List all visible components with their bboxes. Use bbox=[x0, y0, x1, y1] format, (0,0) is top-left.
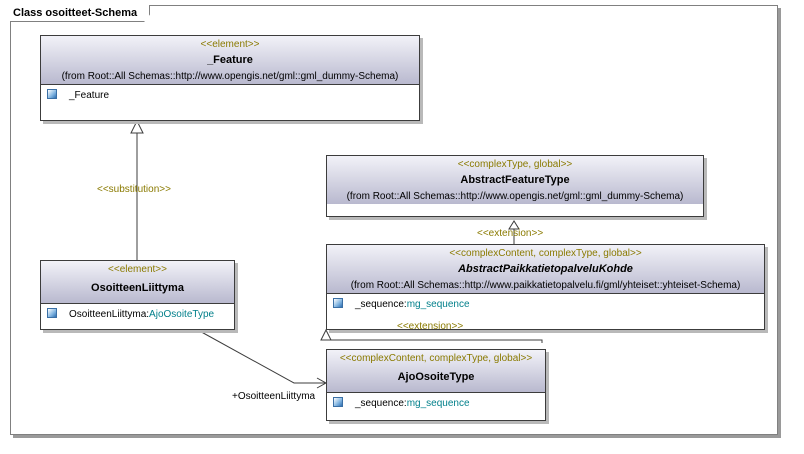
substitution-arrowhead bbox=[130, 119, 144, 134]
attribute-icon bbox=[47, 89, 57, 99]
class-name: AbstractFeatureType bbox=[460, 174, 570, 186]
class-name: AjoOsoiteType bbox=[397, 371, 475, 383]
extension-label-1: <<extension>> bbox=[477, 228, 544, 239]
class-header: <<element>> OsoitteenLiittyma bbox=[41, 261, 234, 304]
class-ajo-osoite-type[interactable]: <<complexContent, complexType, global>> … bbox=[326, 349, 546, 421]
attribute-compartment: _Feature bbox=[41, 85, 419, 107]
attribute-compartment: _sequence:mg_sequence bbox=[327, 393, 545, 415]
class-header: <<complexContent, complexType, global>> … bbox=[327, 245, 764, 294]
class-abstract-paikkatietopalvelu-kohde[interactable]: <<complexContent, complexType, global>> … bbox=[326, 244, 765, 330]
attribute-name: OsoitteenLiittyma: bbox=[69, 309, 150, 320]
class-osoitteen-liittyma[interactable]: <<element>> OsoitteenLiittyma OsoitteenL… bbox=[40, 260, 235, 330]
class-name: _Feature bbox=[207, 54, 253, 66]
stereotype-label: <<complexContent, complexType, global>> bbox=[339, 353, 533, 364]
attribute-type[interactable]: mg_sequence bbox=[406, 398, 470, 409]
attribute-type[interactable]: AjoOsoiteType bbox=[149, 309, 215, 320]
class-header: <<complexContent, complexType, global>> … bbox=[327, 350, 545, 393]
attribute-type[interactable]: mg_sequence bbox=[406, 299, 470, 310]
class-name: OsoitteenLiittyma bbox=[91, 282, 184, 294]
class-header: <<complexType, global>> AbstractFeatureT… bbox=[327, 156, 703, 204]
substitution-label: <<substitution>> bbox=[97, 184, 171, 195]
class-name: AbstractPaikkatietopalveluKohde bbox=[458, 263, 633, 275]
attribute-name: _Feature bbox=[69, 90, 110, 101]
class-header: <<element>> _Feature (from Root::All Sch… bbox=[41, 36, 419, 85]
attribute-name: _sequence: bbox=[355, 299, 407, 310]
class-feature[interactable]: <<element>> _Feature (from Root::All Sch… bbox=[40, 35, 420, 121]
attribute-name: _sequence: bbox=[355, 398, 407, 409]
frame-title: Class osoitteet-Schema bbox=[10, 5, 150, 22]
extension-label-2: <<extension>> bbox=[397, 321, 464, 332]
association-line bbox=[195, 328, 325, 384]
class-origin: (from Root::All Schemas::http://www.paik… bbox=[350, 280, 741, 291]
stereotype-label: <<complexContent, complexType, global>> bbox=[449, 248, 642, 259]
attribute-icon bbox=[47, 308, 57, 318]
stereotype-label: <<element>> bbox=[200, 39, 260, 50]
extension-arrowhead-1 bbox=[508, 220, 520, 230]
stereotype-label: <<element>> bbox=[108, 264, 167, 275]
attribute-compartment: OsoitteenLiittyma:AjoOsoiteType bbox=[41, 304, 234, 326]
class-origin: (from Root::All Schemas::http://www.open… bbox=[346, 191, 684, 202]
class-origin: (from Root::All Schemas::http://www.open… bbox=[61, 71, 399, 82]
extension-arrowhead-2 bbox=[320, 328, 332, 341]
attribute-compartment: _sequence:mg_sequence bbox=[327, 294, 764, 316]
stereotype-label: <<complexType, global>> bbox=[457, 159, 573, 170]
class-abstract-feature-type[interactable]: <<complexType, global>> AbstractFeatureT… bbox=[326, 155, 704, 217]
attribute-icon bbox=[333, 298, 343, 308]
association-role-label: +OsoitteenLiittyma bbox=[232, 391, 316, 402]
attribute-icon bbox=[333, 397, 343, 407]
